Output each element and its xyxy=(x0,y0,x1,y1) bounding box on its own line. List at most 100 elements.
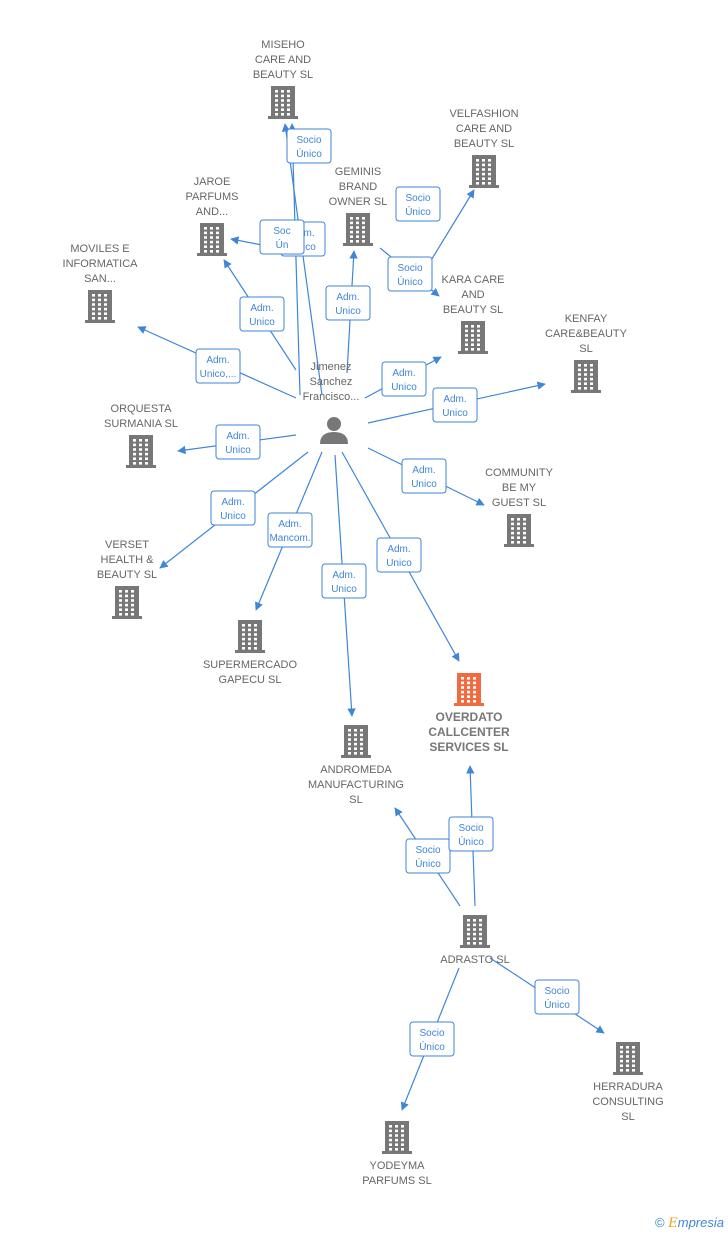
edge-label-text: Adm. xyxy=(250,303,273,314)
edge-label-text: Adm. xyxy=(412,465,435,476)
edge-label-box xyxy=(195,348,241,384)
edge-label-text: Adm. xyxy=(392,368,415,379)
edge-label-moviles[interactable]: Adm.Unico,... xyxy=(195,348,241,384)
edge-label-box xyxy=(259,219,305,255)
orquesta-label: ORQUESTA xyxy=(111,403,173,415)
edge-label-kara[interactable]: Adm.Unico xyxy=(381,361,427,397)
edge-label-andromeda[interactable]: Adm.Unico xyxy=(321,563,367,599)
edge-person-miseho xyxy=(288,123,301,396)
building-icon xyxy=(197,223,227,256)
edge-label-text: Unico xyxy=(220,511,246,522)
edge-label-text: Unico xyxy=(249,317,275,328)
edge-label-text: Socio xyxy=(397,263,422,274)
person-label: Francisco... xyxy=(303,391,360,403)
edges xyxy=(137,123,605,1111)
miseho-label: BEAUTY SL xyxy=(253,69,313,81)
edge-label-text: Adm. xyxy=(221,497,244,508)
kenfay-label: SL xyxy=(579,343,592,355)
edge-label-overdato[interactable]: Adm.Unico xyxy=(376,537,422,573)
herradura-label: SL xyxy=(621,1111,634,1123)
edge-label-box xyxy=(405,838,451,874)
building-icon xyxy=(112,586,142,619)
person-icon xyxy=(320,417,348,444)
edge-label-text: Unico xyxy=(225,445,251,456)
edge-label-text: Unico xyxy=(442,408,468,419)
moviles-label: INFORMATICA xyxy=(63,258,139,270)
verset-label: VERSET xyxy=(105,539,149,551)
edge-labels: SocioÚnicoAdm.UnicoSocÚnAdm.UnicoAdm.Uni… xyxy=(195,128,580,1057)
velfashion-label: BEAUTY SL xyxy=(454,138,514,150)
edge-label-text: Socio xyxy=(405,193,430,204)
kara-label: KARA CARE xyxy=(442,274,505,286)
footer-brand[interactable]: © Empresia xyxy=(655,1215,724,1231)
building-icon xyxy=(85,290,115,323)
building-icon xyxy=(126,435,156,468)
building-icon xyxy=(469,155,499,188)
yodeyma-label: PARFUMS SL xyxy=(362,1175,431,1187)
jaroe-label: AND... xyxy=(196,206,228,218)
andromeda-label: ANDROMEDA xyxy=(320,764,392,776)
edge-label-kenfay[interactable]: Adm. Unico xyxy=(432,387,478,423)
edge-label-box xyxy=(534,979,580,1015)
building-icon xyxy=(341,725,371,758)
edge-label-box xyxy=(325,285,371,321)
edge-label-text: Adm. xyxy=(332,570,355,581)
andromeda-label: SL xyxy=(349,794,362,806)
edge-label-community[interactable]: Adm. Unico xyxy=(401,458,447,494)
kenfay-label: KENFAY xyxy=(565,313,608,325)
node-person[interactable]: JimenezSanchezFrancisco... xyxy=(303,361,360,444)
node-moviles[interactable]: MOVILES EINFORMATICASAN... xyxy=(63,243,139,323)
edge-label-jaroe[interactable]: Adm. Unico xyxy=(239,296,285,332)
adrasto-label: ADRASTO SL xyxy=(440,954,510,966)
building-icon xyxy=(460,915,490,948)
edge-label-supermercado[interactable]: Adm.Mancom. xyxy=(267,512,313,548)
edge-label-text: Adm. xyxy=(443,394,466,405)
edge-label-box xyxy=(286,128,332,164)
node-yodeyma[interactable]: YODEYMA PARFUMS SL xyxy=(362,1121,432,1187)
edge-label-text: Único xyxy=(405,205,431,218)
edge-label-geminis[interactable]: Adm.Unico xyxy=(325,285,371,321)
edge-label-text: Socio xyxy=(296,135,321,146)
node-jaroe[interactable]: JAROEPARFUMSAND... xyxy=(186,176,239,256)
yodeyma-label: YODEYMA xyxy=(369,1160,425,1172)
edge-label-box xyxy=(210,490,256,526)
edge-label-orquesta[interactable]: Adm.Unico xyxy=(215,424,261,460)
edge-label-verset[interactable]: Adm. Unico xyxy=(210,490,256,526)
edge-label-text: Unico xyxy=(411,479,437,490)
edge-label-text: Mancom. xyxy=(269,533,310,544)
edge-label-text: Único xyxy=(458,835,484,848)
community-label: COMMUNITY xyxy=(485,467,553,479)
geminis-label: OWNER SL xyxy=(329,196,388,208)
overdato-label: CALLCENTER xyxy=(428,725,510,739)
edge-label-text: Unico,... xyxy=(200,369,237,380)
edge-label-text: Ún xyxy=(276,238,289,251)
edge-label-text: Único xyxy=(544,998,570,1011)
orquesta-label: SURMANIA SL xyxy=(104,418,178,430)
kara-label: BEAUTY SL xyxy=(443,304,503,316)
building-icon xyxy=(235,620,265,653)
node-orquesta[interactable]: ORQUESTA SURMANIA SL xyxy=(104,403,178,468)
node-adrasto[interactable]: ADRASTO SL xyxy=(440,915,510,966)
edge-label-box xyxy=(215,424,261,460)
edge-label-box xyxy=(401,458,447,494)
